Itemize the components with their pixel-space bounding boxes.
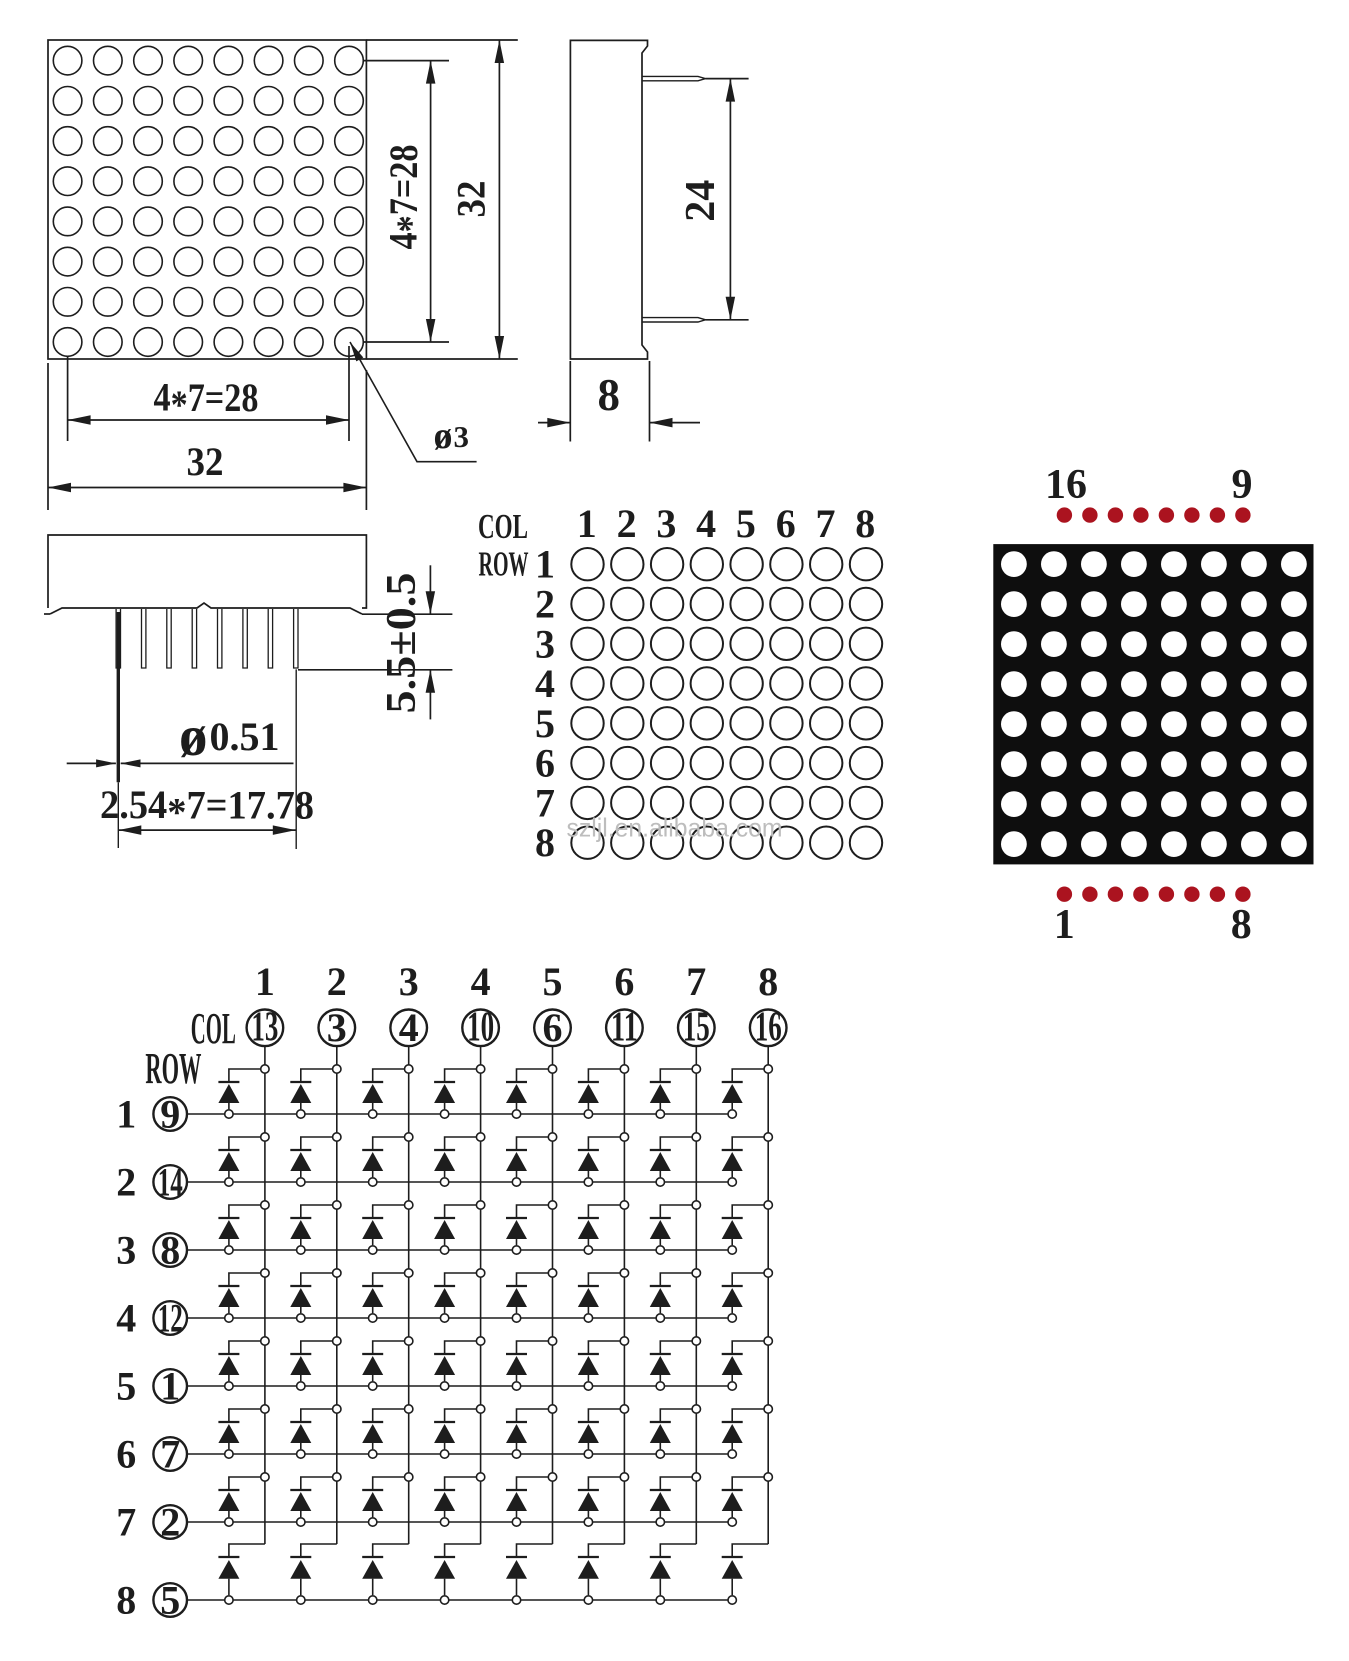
svg-text:9: 9 bbox=[1232, 462, 1253, 508]
svg-text:9: 9 bbox=[160, 1092, 180, 1137]
svg-text:2: 2 bbox=[116, 1160, 136, 1205]
svg-text:COL: COL bbox=[191, 1004, 236, 1053]
svg-text:2: 2 bbox=[160, 1500, 180, 1545]
svg-text:11: 11 bbox=[611, 1005, 638, 1051]
svg-text:ROW: ROW bbox=[145, 1044, 201, 1093]
svg-text:24: 24 bbox=[678, 180, 724, 222]
svg-text:6: 6 bbox=[543, 1005, 563, 1050]
svg-text:8: 8 bbox=[855, 501, 875, 546]
svg-text:ø0.51: ø0.51 bbox=[179, 705, 279, 768]
svg-text:15: 15 bbox=[683, 1005, 710, 1051]
svg-text:szljl.en.alibaba.com: szljl.en.alibaba.com bbox=[567, 813, 783, 843]
svg-text:10: 10 bbox=[467, 1005, 494, 1051]
svg-text:4: 4 bbox=[399, 1005, 419, 1050]
svg-text:8: 8 bbox=[160, 1228, 180, 1273]
svg-text:6: 6 bbox=[614, 959, 634, 1004]
svg-text:4*7=28: 4*7=28 bbox=[154, 375, 259, 427]
svg-text:1: 1 bbox=[160, 1364, 180, 1409]
svg-text:4: 4 bbox=[696, 501, 716, 546]
svg-text:3: 3 bbox=[656, 501, 676, 546]
svg-text:5: 5 bbox=[535, 701, 555, 746]
svg-text:1: 1 bbox=[255, 959, 275, 1004]
svg-text:4: 4 bbox=[116, 1296, 136, 1341]
svg-text:3: 3 bbox=[399, 959, 419, 1004]
svg-text:2: 2 bbox=[327, 959, 347, 1004]
svg-text:5: 5 bbox=[543, 959, 563, 1004]
svg-text:16: 16 bbox=[1045, 462, 1087, 508]
svg-text:2.54*7=17.78: 2.54*7=17.78 bbox=[100, 782, 314, 834]
svg-text:7: 7 bbox=[160, 1432, 180, 1477]
svg-text:12: 12 bbox=[158, 1296, 183, 1341]
svg-text:5: 5 bbox=[160, 1578, 180, 1623]
svg-text:8: 8 bbox=[1231, 902, 1252, 948]
svg-text:6: 6 bbox=[116, 1432, 136, 1477]
svg-text:7: 7 bbox=[116, 1500, 136, 1545]
svg-text:8: 8 bbox=[116, 1578, 136, 1623]
svg-text:3: 3 bbox=[535, 621, 555, 666]
svg-text:7: 7 bbox=[535, 780, 555, 825]
svg-text:ø3: ø3 bbox=[434, 415, 470, 457]
svg-text:7: 7 bbox=[686, 959, 706, 1004]
svg-text:13: 13 bbox=[251, 1005, 278, 1051]
svg-text:1: 1 bbox=[116, 1092, 136, 1137]
svg-text:COL: COL bbox=[478, 507, 528, 546]
svg-text:3: 3 bbox=[116, 1228, 136, 1273]
svg-text:8: 8 bbox=[598, 370, 621, 420]
svg-text:8: 8 bbox=[535, 820, 555, 865]
svg-text:1: 1 bbox=[577, 501, 597, 546]
svg-text:14: 14 bbox=[158, 1160, 183, 1205]
svg-text:32: 32 bbox=[449, 181, 494, 218]
svg-text:3: 3 bbox=[327, 1005, 347, 1050]
svg-text:5: 5 bbox=[736, 501, 756, 546]
svg-text:1: 1 bbox=[535, 542, 555, 587]
svg-text:2: 2 bbox=[535, 582, 555, 627]
svg-text:7: 7 bbox=[816, 501, 836, 546]
svg-text:4: 4 bbox=[471, 959, 491, 1004]
svg-text:4: 4 bbox=[535, 661, 555, 706]
svg-text:1: 1 bbox=[1054, 902, 1075, 948]
svg-text:8: 8 bbox=[758, 959, 778, 1004]
svg-text:2: 2 bbox=[617, 501, 637, 546]
svg-text:ROW: ROW bbox=[479, 545, 529, 584]
svg-text:5: 5 bbox=[116, 1364, 136, 1409]
svg-text:6: 6 bbox=[776, 501, 796, 546]
svg-text:4*7=28: 4*7=28 bbox=[381, 145, 433, 250]
svg-text:6: 6 bbox=[535, 741, 555, 786]
svg-text:32: 32 bbox=[187, 439, 224, 484]
svg-text:16: 16 bbox=[755, 1005, 782, 1051]
svg-text:5.5±0.5: 5.5±0.5 bbox=[379, 573, 425, 714]
